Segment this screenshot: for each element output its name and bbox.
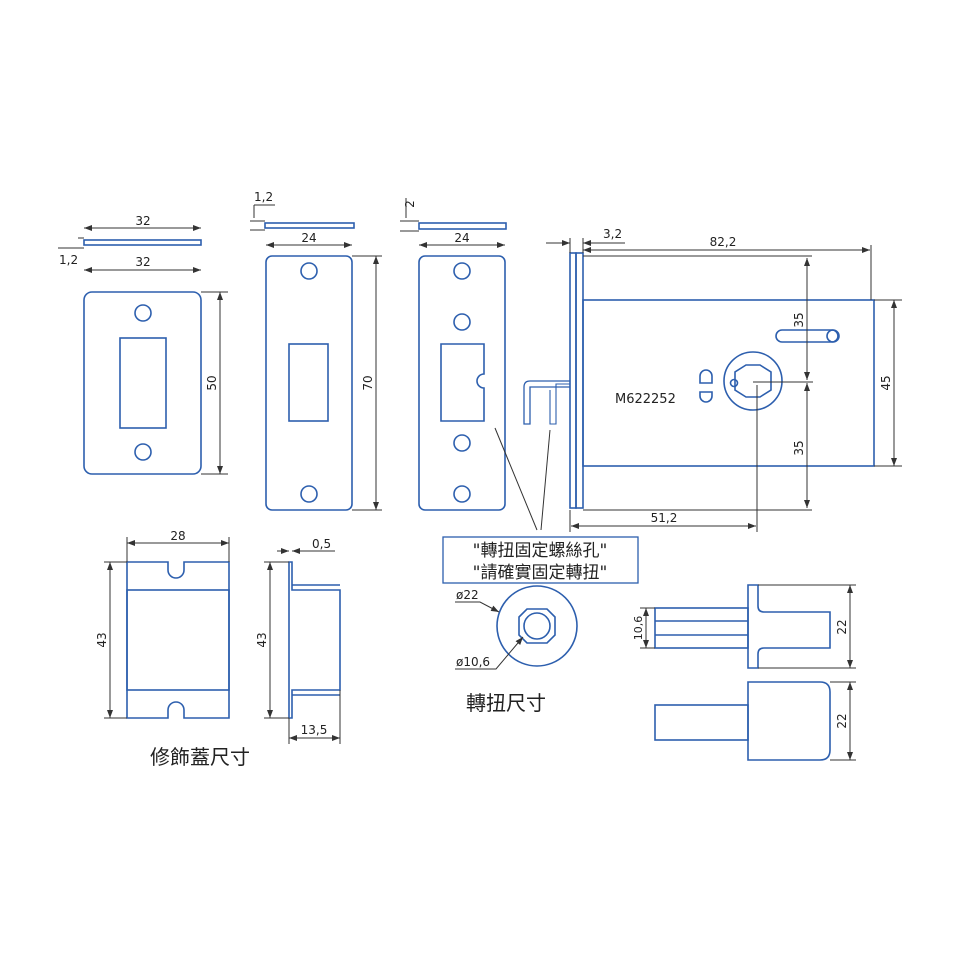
dim-width: 24 bbox=[454, 231, 469, 245]
plate-small-body bbox=[83, 291, 202, 475]
dim-side-height: 43 bbox=[255, 632, 269, 647]
knob-head-2 bbox=[747, 681, 831, 761]
hex-key-shaft bbox=[549, 383, 570, 425]
cover-front: 28 43 修飾蓋尺寸 bbox=[95, 529, 250, 769]
spindle-ring bbox=[723, 351, 783, 411]
knob-side: 10,6 22 22 bbox=[632, 584, 856, 761]
dim-width: 32 bbox=[135, 255, 150, 269]
screw-hole bbox=[453, 262, 471, 280]
plate-mid-body bbox=[265, 255, 353, 511]
dim-body-height: 45 bbox=[879, 375, 893, 390]
dim-inner-dia: ø10,6 bbox=[456, 655, 490, 669]
cover-side: 0,5 43 13,5 bbox=[255, 537, 341, 744]
dim-faceplate: 3,2 bbox=[603, 227, 622, 241]
dim-spindle-offset: 51,2 bbox=[651, 511, 678, 525]
callout-line-2: "請確實固定轉扭" bbox=[473, 563, 608, 583]
dim-thickness: 1,2 bbox=[59, 253, 78, 267]
lock-case bbox=[582, 299, 875, 467]
plate-small: 32 1,2 32 50 bbox=[58, 214, 228, 475]
dim-thickness: 1,2 bbox=[254, 190, 273, 204]
dim-height: 70 bbox=[361, 375, 375, 390]
plate-notched: 2 24 bbox=[400, 198, 507, 511]
plate-notched-edge bbox=[418, 222, 507, 230]
dim-depth: 13,5 bbox=[301, 723, 328, 737]
latch-slot bbox=[119, 337, 167, 429]
knob-outer bbox=[496, 585, 578, 667]
dim-thickness: 2 bbox=[403, 200, 417, 208]
screw-hole bbox=[300, 485, 318, 503]
dim-height: 50 bbox=[205, 375, 219, 390]
faceplate bbox=[575, 252, 584, 509]
knob-front: ø22 ø10,6 轉扭尺寸 bbox=[455, 585, 578, 715]
cover-inner bbox=[126, 589, 230, 691]
dim-cover-height: 43 bbox=[95, 632, 109, 647]
cover-outline bbox=[126, 561, 230, 719]
plate-mid: 1,2 24 70 bbox=[250, 190, 382, 511]
plate-notched-body bbox=[418, 255, 506, 511]
notched-latch-slot bbox=[440, 343, 485, 422]
dim-lip: 0,5 bbox=[312, 537, 331, 551]
screw-hole bbox=[300, 262, 318, 280]
small-hole bbox=[729, 378, 739, 388]
dim-outer-dia: ø22 bbox=[456, 588, 479, 602]
screw-hole bbox=[453, 434, 471, 452]
hex-key bbox=[523, 380, 570, 425]
callout: "轉扭固定螺絲孔" "請確實固定轉扭" bbox=[442, 427, 639, 584]
callout-box bbox=[442, 536, 639, 584]
knob-title: 轉扭尺寸 bbox=[466, 691, 546, 715]
latch-slot bbox=[288, 343, 329, 422]
cover-title: 修飾蓋尺寸 bbox=[150, 745, 250, 769]
plate-mid-edge bbox=[264, 222, 355, 229]
dim-height-b: 22 bbox=[835, 713, 849, 728]
faceplate bbox=[569, 252, 577, 509]
dim-length: 82,2 bbox=[710, 235, 737, 249]
dim-upper: 35 bbox=[792, 312, 806, 327]
screw-hole bbox=[134, 443, 152, 461]
knob-hex bbox=[518, 608, 556, 644]
dim-cover-width: 28 bbox=[170, 529, 185, 543]
dim-height-a: 22 bbox=[835, 619, 849, 634]
knob-head bbox=[747, 584, 831, 669]
screw-hole bbox=[453, 313, 471, 331]
screw-hole bbox=[134, 304, 152, 322]
dim-shaft: 10,6 bbox=[632, 616, 645, 641]
spindle-hole bbox=[734, 364, 772, 398]
pin bbox=[826, 329, 840, 343]
callout-line-1: "轉扭固定螺絲孔" bbox=[473, 541, 608, 561]
plate-small-edge bbox=[83, 239, 202, 246]
screw-hole bbox=[453, 485, 471, 503]
d-holes bbox=[699, 369, 713, 403]
knob-shaft bbox=[654, 607, 749, 649]
knob-bore bbox=[523, 612, 551, 640]
model-number: M622252 bbox=[615, 392, 676, 407]
dim-lower: 35 bbox=[792, 440, 806, 455]
dim-width-top: 32 bbox=[135, 214, 150, 228]
lock-body: M622252 3,2 82,2 35 35 45 51,2 bbox=[523, 227, 902, 532]
knob-shaft-2 bbox=[654, 704, 749, 741]
dim-width: 24 bbox=[301, 231, 316, 245]
